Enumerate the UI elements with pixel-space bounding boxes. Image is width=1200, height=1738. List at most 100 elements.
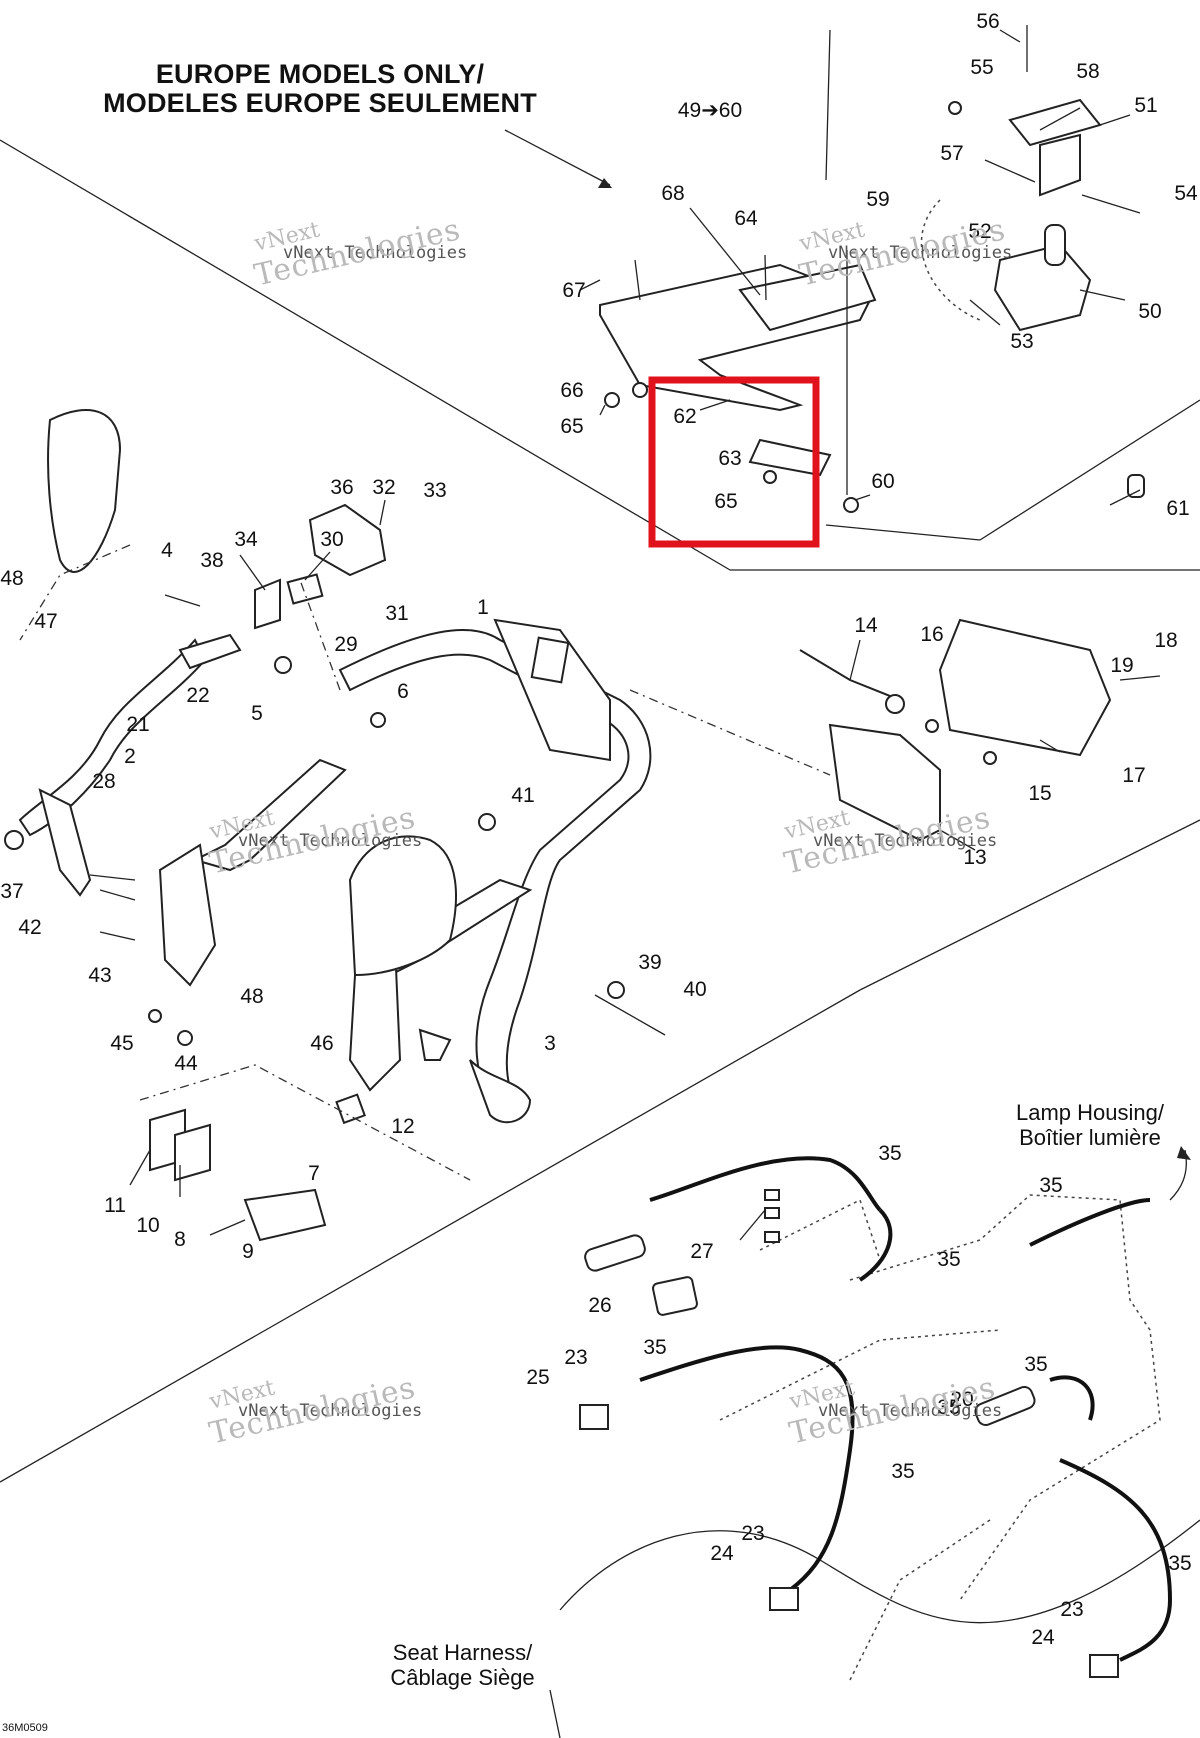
callout-61: 61 (1166, 497, 1189, 520)
callout-45: 45 (110, 1032, 133, 1055)
taillight-assembly (799, 618, 1161, 842)
callout-17: 17 (1122, 764, 1145, 787)
callout-35: 35 (937, 1248, 960, 1271)
diagram-title-line2: MODELES EUROPE SEULEMENT (103, 88, 537, 118)
callout-58: 58 (1076, 60, 1099, 83)
seat-harness-label: Seat Harness/ (392, 1640, 533, 1665)
callout-46: 46 (310, 1032, 333, 1055)
bumper-assembly (4, 409, 666, 1125)
callout-60: 60 (871, 470, 894, 493)
section-lines (0, 29, 1200, 1738)
callout-14: 14 (854, 614, 878, 637)
callout-50: 50 (1138, 300, 1161, 323)
seat-harness-note: Seat Harness/ Câblage Siège (370, 1640, 555, 1690)
callout-56: 56 (976, 10, 999, 33)
callout-25: 25 (526, 1366, 549, 1389)
callout-35: 35 (643, 1336, 666, 1359)
callout-43: 43 (88, 964, 111, 987)
callout-35: 35 (1168, 1552, 1191, 1575)
callout-59: 59 (866, 188, 889, 211)
callout-52: 52 (968, 220, 991, 243)
callout-36: 36 (330, 476, 353, 499)
callout-4: 4 (161, 539, 173, 562)
callout-49-60: 49➔60 (678, 99, 742, 122)
callout-38: 38 (200, 549, 223, 572)
callout-26: 26 (588, 1294, 611, 1317)
callout-13: 13 (963, 846, 986, 869)
wiring-harness (579, 1156, 1173, 1681)
callout-41: 41 (511, 784, 534, 807)
callout-22: 22 (186, 684, 209, 707)
callout-27: 27 (690, 1240, 713, 1263)
callout-11: 11 (104, 1194, 126, 1217)
leader-lines (129, 29, 1141, 1241)
callout-35: 35 (937, 1396, 960, 1419)
callout-30: 30 (320, 528, 343, 551)
callout-24: 24 (1031, 1626, 1055, 1649)
callout-28: 28 (92, 770, 115, 793)
callout-19: 19 (1110, 654, 1133, 677)
callout-18: 18 (1154, 629, 1177, 652)
lamp-housing-label-fr: Boîtier lumière (1019, 1125, 1161, 1150)
callout-23: 23 (741, 1522, 764, 1545)
mounting-bracket (149, 1108, 327, 1242)
callout-29: 29 (334, 633, 357, 656)
callout-7: 7 (308, 1162, 320, 1185)
callout-10: 10 (136, 1214, 159, 1237)
callout-64: 64 (734, 207, 758, 230)
callout-48: 48 (240, 985, 263, 1008)
callout-54: 54 (1174, 182, 1198, 205)
callout-47: 47 (34, 610, 57, 633)
callout-16: 16 (920, 623, 943, 646)
callout-23: 23 (564, 1346, 587, 1369)
callout-31: 31 (385, 602, 408, 625)
callout-33: 33 (423, 479, 446, 502)
callout-42: 42 (18, 916, 41, 939)
callout-53: 53 (1010, 330, 1033, 353)
callout-68: 68 (661, 182, 684, 205)
drawing-code: 36M0509 (2, 1722, 48, 1734)
callout-37: 37 (0, 880, 23, 903)
callout-57: 57 (940, 142, 963, 165)
callout-35: 35 (1039, 1174, 1062, 1197)
callout-20: 20 (950, 1388, 973, 1411)
callout-63: 63 (718, 447, 741, 470)
callout-39: 39 (638, 951, 661, 974)
callout-62: 62 (673, 405, 696, 428)
callout-21: 21 (126, 713, 149, 736)
callout-24: 24 (710, 1542, 734, 1565)
callout-9: 9 (242, 1240, 254, 1263)
callout-1: 1 (477, 596, 489, 619)
europe-bracket-assembly (599, 25, 1145, 513)
callout-23: 23 (1060, 1598, 1083, 1621)
callout-35: 35 (878, 1142, 901, 1165)
callout-2: 2 (124, 745, 136, 768)
seat-harness-label-fr: Câblage Siège (390, 1665, 535, 1690)
callout-55: 55 (970, 56, 993, 79)
callout-12: 12 (391, 1115, 414, 1138)
highlight-box (648, 376, 820, 548)
callout-44: 44 (174, 1052, 198, 1075)
callout-40: 40 (683, 978, 706, 1001)
callout-32: 32 (372, 476, 395, 499)
lamp-housing-label: Lamp Housing/ (1016, 1100, 1164, 1125)
group-outlines (19, 544, 831, 1181)
lamp-housing-note: Lamp Housing/ Boîtier lumière (1000, 1100, 1180, 1150)
callout-34: 34 (234, 528, 258, 551)
callout-3: 3 (544, 1032, 556, 1055)
callout-66: 66 (560, 379, 583, 402)
callout-48: 48 (0, 567, 23, 590)
diagram-title-line1: EUROPE MODELS ONLY/ (155, 59, 485, 89)
callout-35: 35 (1024, 1353, 1047, 1376)
callout-67: 67 (562, 279, 585, 302)
callout-5: 5 (251, 702, 263, 725)
callout-51: 51 (1134, 94, 1157, 117)
callout-6: 6 (397, 680, 409, 703)
callout-35: 35 (891, 1460, 914, 1483)
callout-65: 65 (714, 490, 737, 513)
callout-65: 65 (560, 415, 583, 438)
callout-8: 8 (174, 1228, 186, 1251)
callout-15: 15 (1028, 782, 1051, 805)
